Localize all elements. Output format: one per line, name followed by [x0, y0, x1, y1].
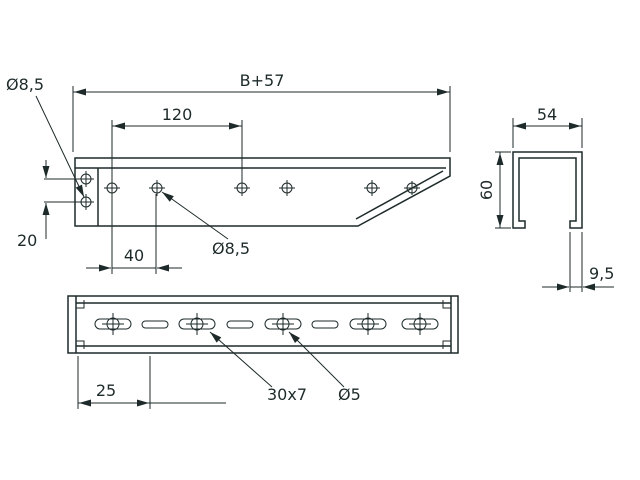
keyhole-slot: [349, 313, 387, 335]
dim-label-section-width-54: 54: [537, 105, 557, 124]
dia-label-5: Ø5: [338, 385, 361, 404]
hole-mark: [279, 180, 295, 196]
dia-label-8-5-mid: Ø8,5: [212, 239, 250, 258]
dim-label-hole-offset-40: 40: [124, 246, 144, 265]
hole-mark: [234, 180, 250, 196]
dim-label-section-height-60: 60: [477, 180, 496, 200]
leader-dia-8-5-mid: Ø8,5: [161, 191, 250, 258]
dim-label-lip-9-5: 9,5: [589, 264, 614, 283]
hole-mark: [404, 181, 420, 195]
hole-mark: [364, 180, 380, 196]
dia-label-8-5-top: Ø8,5: [6, 75, 44, 94]
leader-slot-30x7: 30x7: [209, 331, 307, 404]
hole-mark: [149, 180, 165, 196]
hole-mark: [78, 194, 94, 210]
corner-notch: [76, 300, 85, 309]
dim-overall-width: B+57: [72, 71, 451, 152]
tray-outline: [67, 295, 459, 354]
keyhole-slot: [178, 313, 216, 335]
dim-section-height-60: 60: [477, 151, 511, 229]
keyhole-slot: [401, 313, 439, 335]
plain-slot: [226, 320, 254, 329]
corner-notch: [442, 300, 451, 309]
dim-slot-pitch-25: 25: [77, 356, 226, 409]
hole-mark: [78, 171, 94, 187]
plan-view: 25 30x7 Ø5: [67, 295, 459, 409]
bracket-outline: [74, 157, 451, 227]
section-view: 54 60 9,5: [477, 105, 614, 292]
dim-label-hole-offset-20: 20: [17, 231, 37, 250]
keyhole-slot: [94, 313, 132, 335]
dim-section-width-54: 54: [512, 105, 583, 148]
leader-dia-5: Ø5: [288, 331, 361, 404]
corner-notch: [442, 340, 451, 349]
dim-hole-pitch-120: 120: [111, 105, 243, 274]
leader-dia-8-5-top: Ø8,5: [6, 75, 85, 198]
channel-profile: [512, 151, 583, 229]
dim-hole-offset-40: 40: [86, 194, 182, 274]
corner-notch: [76, 340, 85, 349]
side-view: B+57 120 20 40: [6, 71, 451, 274]
dim-label-overall-width: B+57: [240, 71, 285, 90]
dim-hole-offset-20: 20: [17, 160, 79, 250]
slot-size-label: 30x7: [267, 385, 307, 404]
bracket-inner-chamfer: [355, 170, 444, 220]
dim-label-hole-pitch-120: 120: [162, 105, 193, 124]
plain-slot: [311, 320, 339, 329]
plain-slot: [141, 320, 169, 329]
keyhole-slot: [264, 313, 302, 335]
dim-label-slot-pitch-25: 25: [96, 381, 116, 400]
dim-lip-9-5: 9,5: [542, 232, 614, 292]
